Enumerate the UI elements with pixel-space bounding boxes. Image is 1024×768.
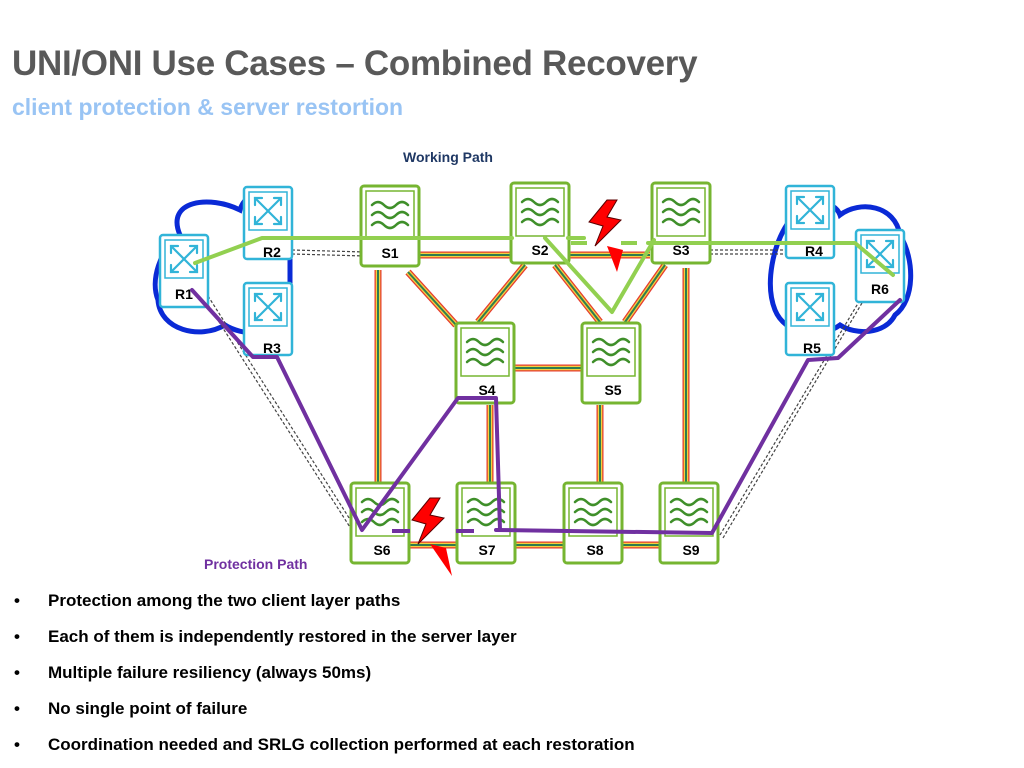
bullet-text: Each of them is independently restored i… [48,627,517,646]
switch-s1-label: S1 [381,245,398,261]
protection-path-label: Protection Path [204,556,307,572]
switch-s7-label: S7 [478,542,495,558]
slide-subtitle: client protection & server restortion [12,94,404,120]
router-r6-label: R6 [871,281,889,297]
router-r2-label: R2 [263,244,281,260]
right-client-cloud [767,200,914,336]
working-path-label: Working Path [403,149,493,165]
failure-protection-icon [411,497,452,576]
bullet-item: • Multiple failure resiliency (always 50m… [14,660,635,696]
bullet-list: • Protection among the two client layer p… [14,588,635,768]
bullet-dot: • [14,699,20,718]
router-r4: R4 [784,184,836,260]
switch-s3-label: S3 [672,242,689,258]
router-r3-label: R3 [263,340,281,356]
switch-s1: S1 [359,184,421,268]
router-r1-label: R1 [175,286,193,302]
bullet-text: Protection among the two client layer pa… [48,591,401,610]
bullet-item: • No single point of failure [14,696,635,732]
bullet-text: Coordination needed and SRLG collection … [48,735,635,754]
switch-s7: S7 [455,481,517,565]
switch-s6-label: S6 [373,542,390,558]
switch-s3: S3 [650,181,712,265]
router-r2: R2 [242,185,294,261]
slide-title: UNI/ONI Use Cases – Combined Recovery [12,44,698,83]
switch-s4: S4 [454,321,516,405]
switch-s4-label: S4 [478,382,495,398]
bullet-item: • Each of them is independently restored … [14,624,635,660]
router-r5: R5 [784,281,836,357]
bullet-item: • Coordination needed and SRLG collection… [14,732,635,768]
router-r6: R6 [854,228,906,304]
router-r4-label: R4 [805,243,823,259]
switch-s6: S6 [349,481,411,565]
failure-working-icon [588,199,623,272]
switch-s9-label: S9 [682,542,699,558]
bullet-text: No single point of failure [48,699,248,718]
switch-s2: S2 [509,181,571,265]
switch-s9: S9 [658,481,720,565]
bullet-item: • Protection among the two client layer p… [14,588,635,624]
router-r5-label: R5 [803,340,821,356]
router-r3: R3 [242,281,294,357]
bullet-dot: • [14,627,20,646]
switch-s5: S5 [580,321,642,405]
switch-s2-label: S2 [531,242,548,258]
switch-s8: S8 [562,481,624,565]
bullet-text: Multiple failure resiliency (always 50ms… [48,663,372,682]
switch-s8-label: S8 [586,542,603,558]
working-path [193,236,895,314]
bullet-dot: • [14,735,20,754]
network-diagram: R1 R2 R3 R4 R5 R6 S1 S2 S3 S4 S5 [152,149,914,576]
bullet-dot: • [14,663,20,682]
access-links [204,249,863,539]
router-r1: R1 [158,233,210,309]
bullet-dot: • [14,591,20,610]
switch-s5-label: S5 [604,382,621,398]
protection-path [190,288,902,535]
